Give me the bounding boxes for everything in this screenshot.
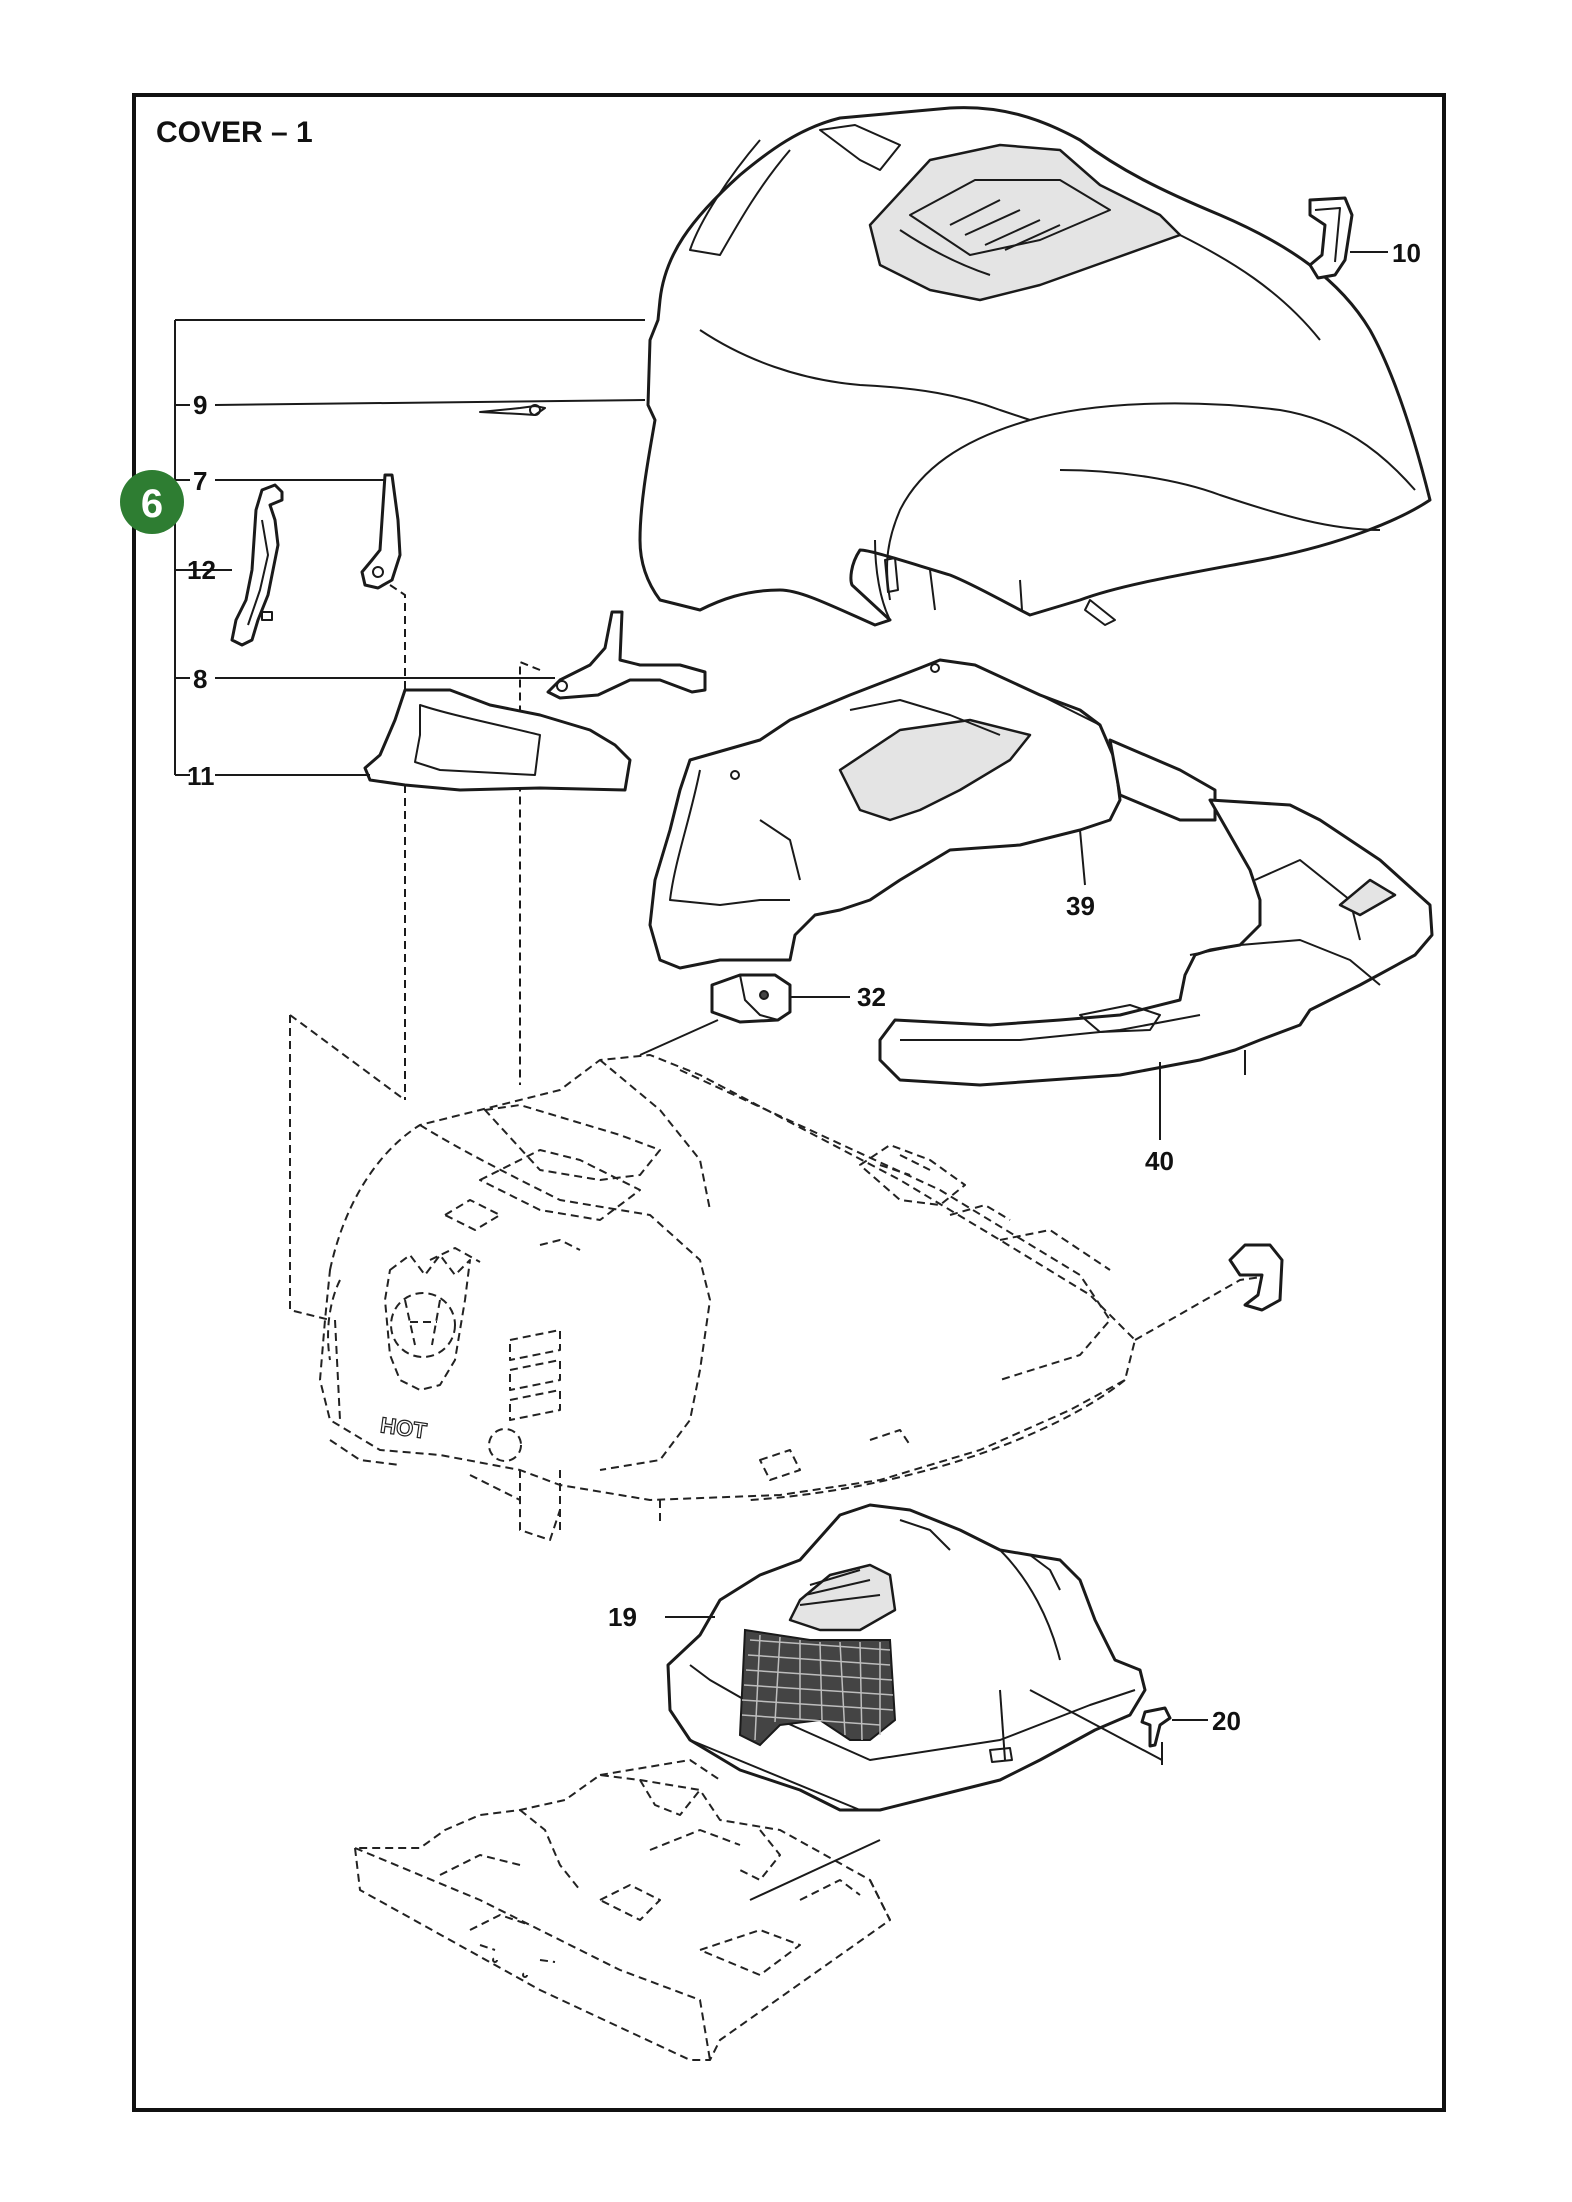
part-10-clip	[1308, 196, 1354, 280]
part-32-nut	[710, 973, 792, 1024]
callout-32: 32	[857, 982, 886, 1012]
page-title: COVER – 1	[156, 116, 313, 149]
part-7-bracket	[360, 473, 402, 590]
callout-40: 40	[1145, 1146, 1174, 1176]
part-20-screw	[1140, 1706, 1172, 1748]
part-12-handle	[230, 483, 284, 647]
ghost-chassis	[289, 1014, 1276, 1541]
grille-mesh	[738, 1628, 897, 1747]
callout-10: 10	[1392, 238, 1421, 268]
callout-9: 9	[193, 390, 207, 420]
part-39-fender	[648, 658, 1217, 970]
hood-cover-part	[638, 106, 1432, 627]
callout-8: 8	[193, 664, 207, 694]
part-11-panel	[363, 688, 632, 792]
assembly-bracket	[174, 319, 645, 776]
side-clip-part	[1228, 1243, 1284, 1312]
svg-text:6: 6	[141, 482, 163, 526]
callout-7: 7	[193, 466, 207, 496]
assembly-badge: 6	[120, 470, 184, 534]
part-19-seat-base	[666, 1503, 1147, 1812]
callout-20: 20	[1212, 1706, 1241, 1736]
part-8-bracket	[546, 610, 707, 700]
callout-11: 11	[187, 761, 215, 791]
callout-12: 12	[187, 555, 216, 585]
part-40-step	[878, 798, 1434, 1087]
ghost-lower-frame	[354, 1759, 891, 2061]
callout-39: 39	[1066, 891, 1095, 921]
part-9-pin	[479, 404, 546, 416]
callout-19: 19	[608, 1602, 637, 1632]
